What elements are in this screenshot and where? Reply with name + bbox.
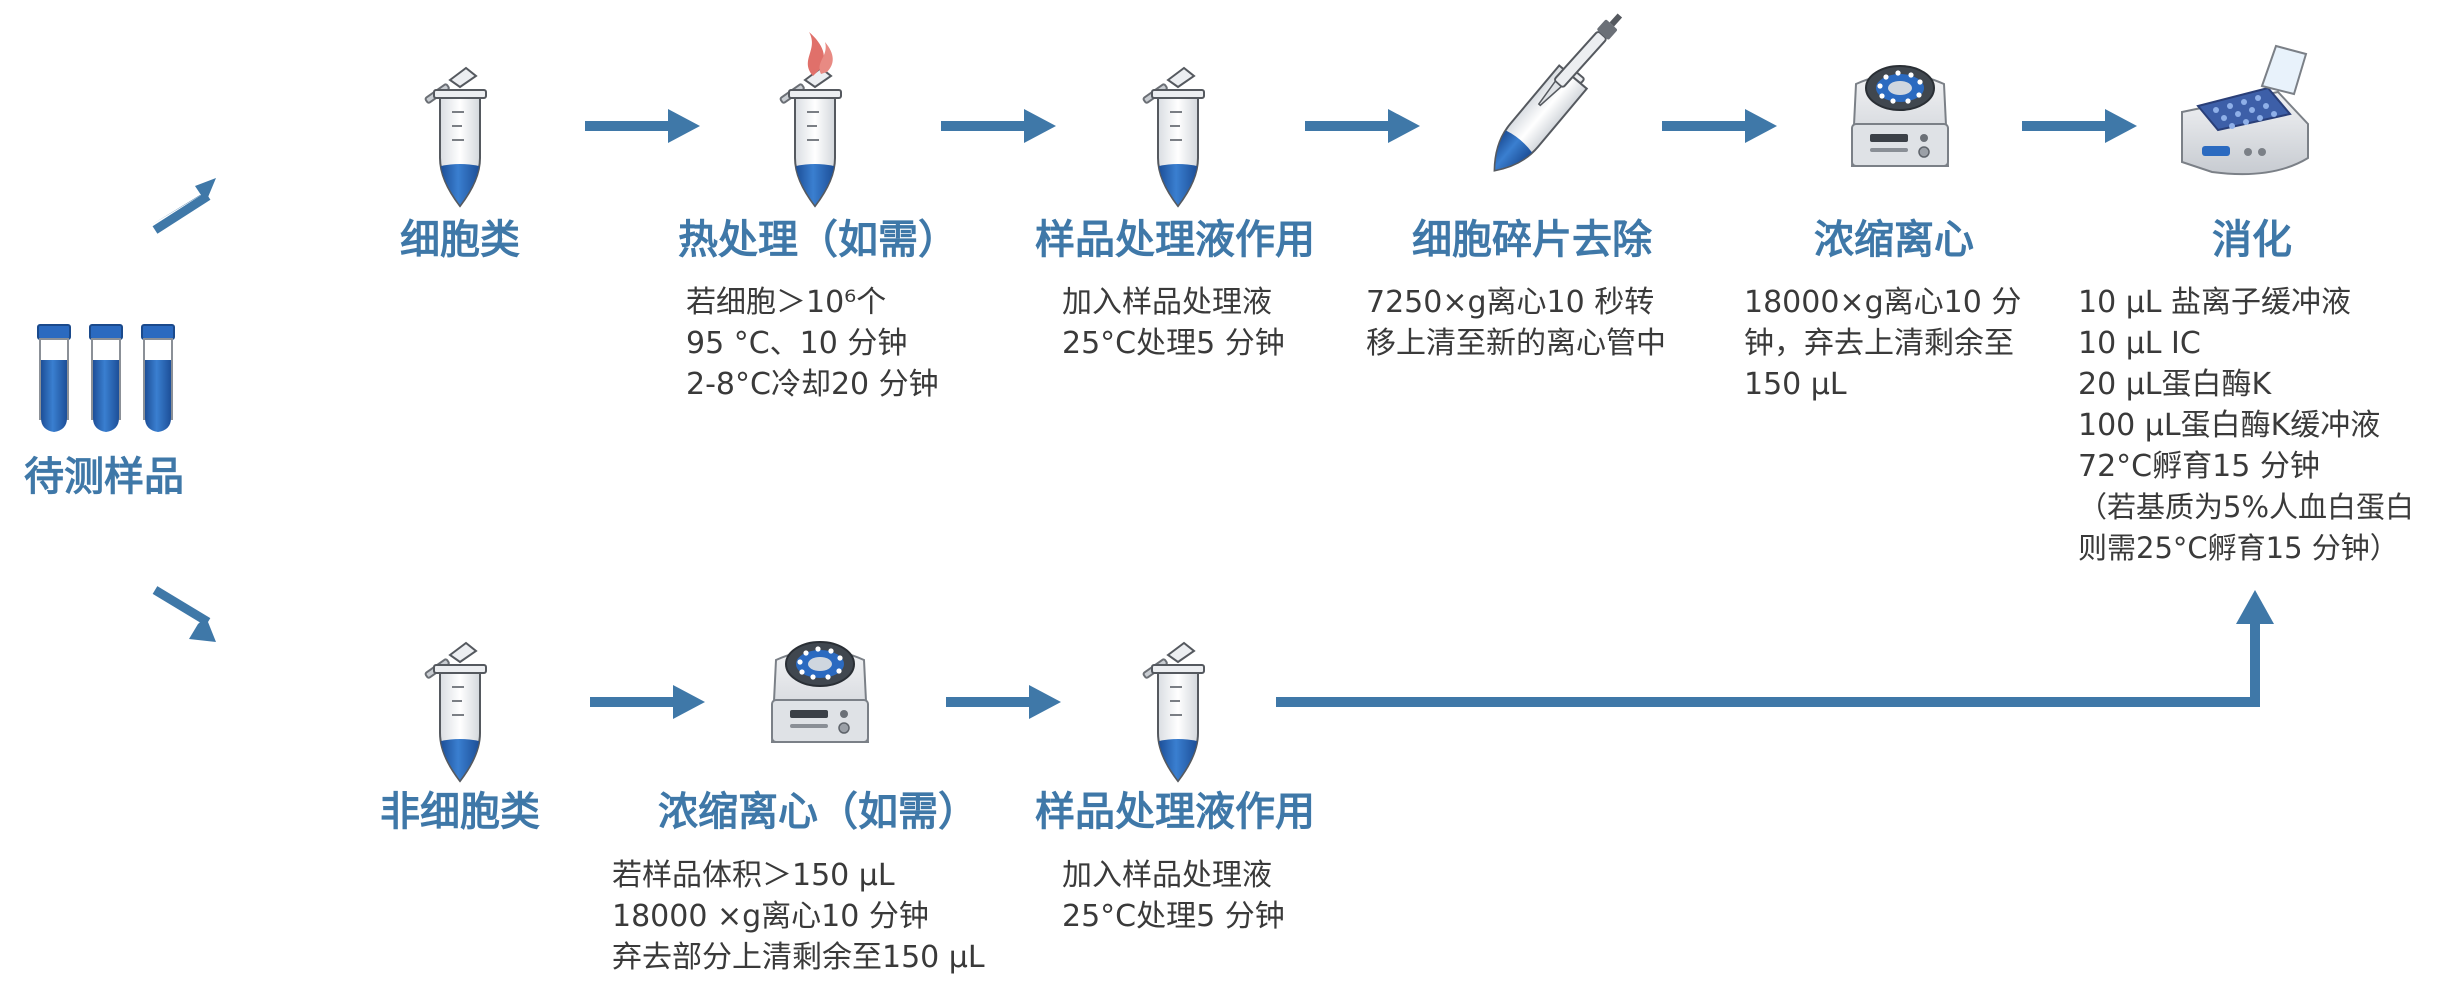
desc-line: 25°C处理5 分钟 (1062, 899, 1285, 934)
connector-to-digestion (1276, 590, 2274, 707)
centrifuge-icon (771, 641, 869, 743)
desc-line: 若细胞＞10⁶个 (686, 285, 887, 320)
step-desc-concentrate-optional: 若样品体积＞150 μL 18000 ×g离心10 分钟 弃去部分上清剩余至15… (612, 855, 1082, 978)
desc-line: 20 μL蛋白酶K (2078, 367, 2272, 402)
desc-line: 加入样品处理液 (1062, 285, 1272, 320)
arrow-bottom-1 (590, 685, 705, 719)
microtube-icon (1141, 642, 1205, 782)
centrifuge-icon (1851, 65, 1949, 167)
pipette-tube-icon (1493, 13, 1623, 172)
microtube-icon (423, 67, 487, 207)
desc-line: 则需25°C孵育15 分钟） (2078, 531, 2399, 565)
heating-block-icon (2181, 44, 2309, 176)
step-title-concentrate-optional: 浓缩离心（如需） (658, 789, 978, 835)
microtube-icon (1141, 67, 1205, 207)
heated-microtube-icon (778, 32, 842, 207)
desc-line: 加入样品处理液 (1062, 858, 1272, 893)
step-desc-heat: 若细胞＞10⁶个 95 °C、10 分钟 2-8°C冷却20 分钟 (686, 282, 1156, 405)
step-title-heat: 热处理（如需） (678, 217, 958, 263)
step-title-cells: 细胞类 (400, 217, 520, 263)
step-desc-debris: 7250×g离心10 秒转 移上清至新的离心管中 (1366, 282, 1836, 364)
arrow-top-2 (941, 109, 1056, 143)
arrow-to-cells (151, 178, 216, 234)
desc-line: 95 °C、10 分钟 (686, 326, 908, 361)
step-title-debris: 细胞碎片去除 (1412, 217, 1652, 263)
desc-line: 弃去部分上清剩余至150 μL (612, 940, 985, 975)
microtube-icon (423, 642, 487, 782)
desc-line: 钟，弃去上清剩余至 (1744, 326, 2014, 361)
desc-line: 18000 ×g离心10 分钟 (612, 899, 929, 934)
sample-tubes-icon (37, 324, 175, 432)
desc-line: 18000×g离心10 分 (1744, 285, 2022, 320)
step-title-treatment-top: 样品处理液作用 (1035, 217, 1315, 263)
step-desc-digestion: 10 μL 盐离子缓冲液 10 μL IC 20 μL蛋白酶K 100 μL蛋白… (2078, 282, 2438, 569)
arrow-top-5 (2022, 109, 2137, 143)
step-desc-treatment-bottom: 加入样品处理液 25°C处理5 分钟 (1062, 855, 1532, 937)
arrow-to-noncells (152, 586, 216, 642)
desc-line: 7250×g离心10 秒转 (1366, 285, 1655, 320)
source-title: 待测样品 (24, 454, 184, 500)
desc-line: 25°C处理5 分钟 (1062, 326, 1285, 361)
step-title-digestion: 消化 (2212, 217, 2292, 263)
desc-line: 150 μL (1744, 367, 1847, 402)
desc-line: 2-8°C冷却20 分钟 (686, 367, 939, 402)
arrow-bottom-2 (946, 685, 1061, 719)
step-desc-concentrate: 18000×g离心10 分 钟，弃去上清剩余至 150 μL (1744, 282, 2214, 405)
desc-line: 若样品体积＞150 μL (612, 858, 895, 893)
desc-line: 100 μL蛋白酶K缓冲液 (2078, 408, 2381, 443)
arrow-top-4 (1662, 109, 1777, 143)
step-title-concentrate: 浓缩离心 (1814, 217, 1974, 263)
step-title-treatment-bottom: 样品处理液作用 (1035, 789, 1315, 835)
desc-line: 10 μL IC (2078, 326, 2201, 361)
desc-line: 10 μL 盐离子缓冲液 (2078, 285, 2352, 320)
desc-line: （若基质为5%人血白蛋白 (2078, 490, 2415, 524)
step-title-noncells: 非细胞类 (380, 789, 540, 835)
arrow-top-3 (1305, 109, 1420, 143)
step-desc-treatment-top: 加入样品处理液 25°C处理5 分钟 (1062, 282, 1532, 364)
desc-line: 移上清至新的离心管中 (1366, 326, 1666, 361)
arrow-top-1 (585, 109, 700, 143)
desc-line: 72°C孵育15 分钟 (2078, 449, 2320, 484)
